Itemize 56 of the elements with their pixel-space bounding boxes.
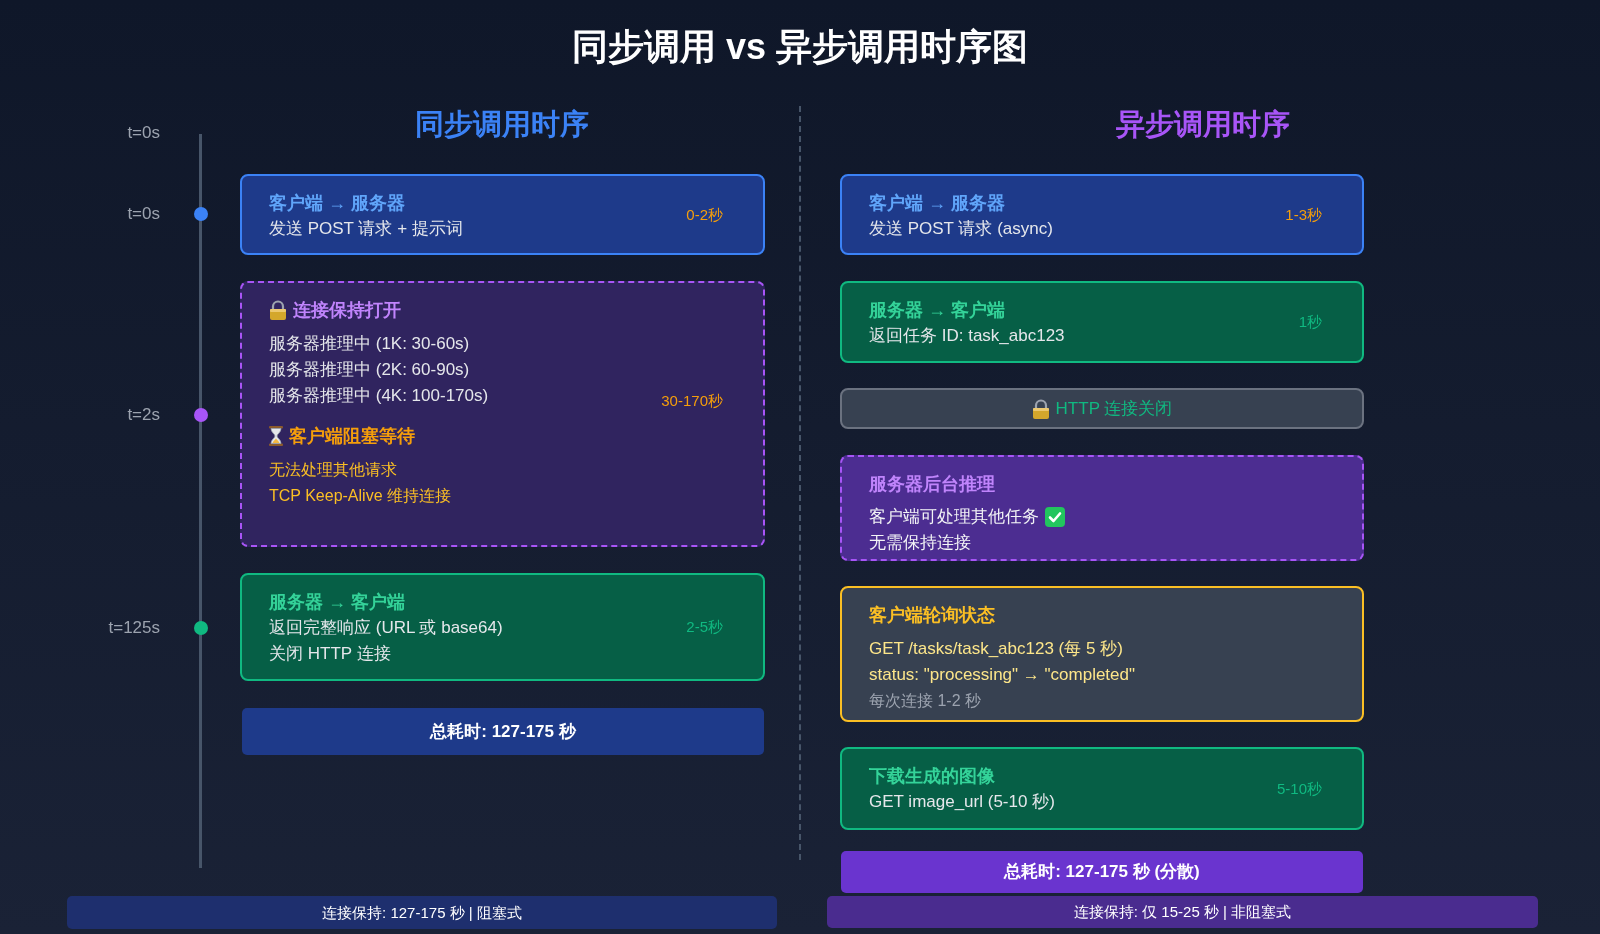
diagram-title: 同步调用 vs 异步调用时序图: [572, 26, 1028, 68]
status-bar: [840, 388, 1364, 429]
time-label: t=0s: [127, 203, 160, 225]
section-heading: 同步调用时序: [415, 107, 589, 142]
step-text: GET /tasks/task_abc123 (每 5 秒): [869, 638, 1123, 660]
dashed-step-box: [840, 455, 1364, 561]
step-box: [840, 747, 1364, 830]
step-heading: 客户端 → 服务器: [269, 192, 405, 215]
duration-text: 1秒: [1298, 312, 1322, 332]
note-text: TCP Keep-Alive 维持连接: [269, 486, 451, 506]
step-heading: 客户端轮询状态: [869, 604, 995, 627]
step-text: 客户端可处理其他任务: [869, 506, 1039, 528]
step-heading: 服务器 → 客户端: [269, 591, 405, 614]
section-heading: 异步调用时序: [1116, 107, 1290, 142]
step-box: [840, 174, 1364, 255]
step-box: [840, 586, 1364, 722]
total-time-text: 总耗时: 127-175 秒: [430, 720, 576, 743]
step-text: 返回完整响应 (URL 或 base64): [269, 617, 503, 639]
time-label: t=2s: [127, 404, 160, 426]
step-heading: 下载生成的图像: [869, 765, 995, 788]
step-heading: 客户端 → 服务器: [869, 192, 1005, 215]
summary-bar: [67, 896, 777, 929]
step-text: 发送 POST 请求 + 提示词: [269, 218, 463, 240]
step-text: 关闭 HTTP 连接: [269, 643, 391, 665]
step-text: status: "processing" → "completed": [869, 664, 1136, 686]
duration-text: 30-170秒: [661, 391, 723, 411]
step-box: [240, 174, 765, 255]
total-time-text: 总耗时: 127-175 秒 (分散): [1004, 861, 1200, 883]
status-text: HTTP 连接关闭: [1055, 397, 1173, 420]
time-label: t=0s: [127, 122, 160, 144]
step-heading: 服务器后台推理: [869, 473, 995, 496]
duration-text: 2-5秒: [686, 617, 723, 637]
step-heading: 客户端阻塞等待: [289, 425, 415, 448]
step-heading: 连接保持打开: [293, 299, 401, 322]
step-heading: 服务器 → 客户端: [869, 299, 1005, 322]
note-text: 每次连接 1-2 秒: [869, 691, 981, 711]
step-text: 返回任务 ID: task_abc123: [869, 325, 1065, 347]
step-text: 服务器推理中 (4K: 100-170s): [269, 385, 489, 407]
dashed-step-box: [240, 281, 765, 547]
summary-text: 连接保持: 127-175 秒 | 阻塞式: [322, 902, 522, 923]
time-label: t=125s: [108, 617, 160, 639]
step-text: 无需保持连接: [869, 532, 971, 554]
step-text: 服务器推理中 (2K: 60-90s): [269, 359, 470, 381]
total-time-bar: [242, 708, 764, 755]
step-text: 发送 POST 请求 (async): [869, 218, 1053, 240]
note-text: 无法处理其他请求: [269, 460, 397, 480]
duration-text: 1-3秒: [1285, 204, 1322, 225]
duration-text: 0-2秒: [686, 204, 723, 225]
duration-text: 5-10秒: [1276, 778, 1322, 799]
step-text: GET image_url (5-10 秒): [869, 791, 1055, 813]
summary-text: 连接保持: 仅 15-25 秒 | 非阻塞式: [1073, 902, 1292, 922]
step-box: [240, 573, 765, 681]
step-box: [840, 281, 1364, 363]
step-text: 服务器推理中 (1K: 30-60s): [269, 333, 470, 355]
total-time-bar: [841, 851, 1363, 893]
summary-bar: [827, 896, 1538, 928]
